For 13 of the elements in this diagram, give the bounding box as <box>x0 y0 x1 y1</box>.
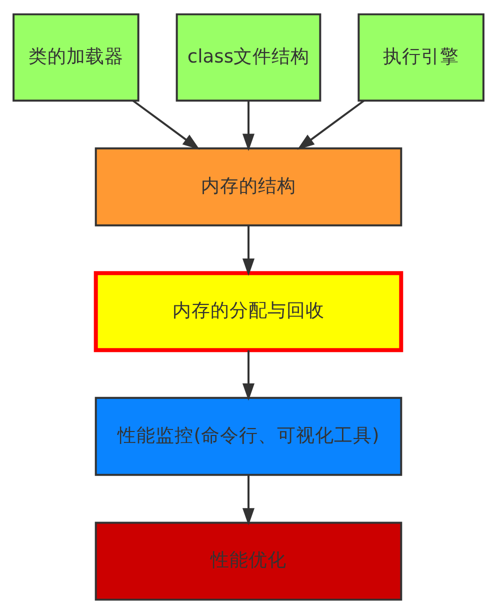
node-box: 内存的结构 <box>94 147 402 226</box>
arrow <box>242 226 255 276</box>
arrow <box>242 475 255 526</box>
node-box: 性能优化 <box>94 522 402 601</box>
node-box: 内存的分配与回收 <box>94 271 404 352</box>
node-box: class文件结构 <box>176 13 322 102</box>
node-box: 执行引擎 <box>358 13 484 102</box>
node-box: 类的加载器 <box>12 13 140 102</box>
arrow <box>297 100 365 150</box>
arrow <box>132 100 200 150</box>
arrow <box>242 100 255 152</box>
arrow <box>242 350 255 401</box>
node-box: 性能监控(命令行、可视化工具) <box>94 396 402 476</box>
